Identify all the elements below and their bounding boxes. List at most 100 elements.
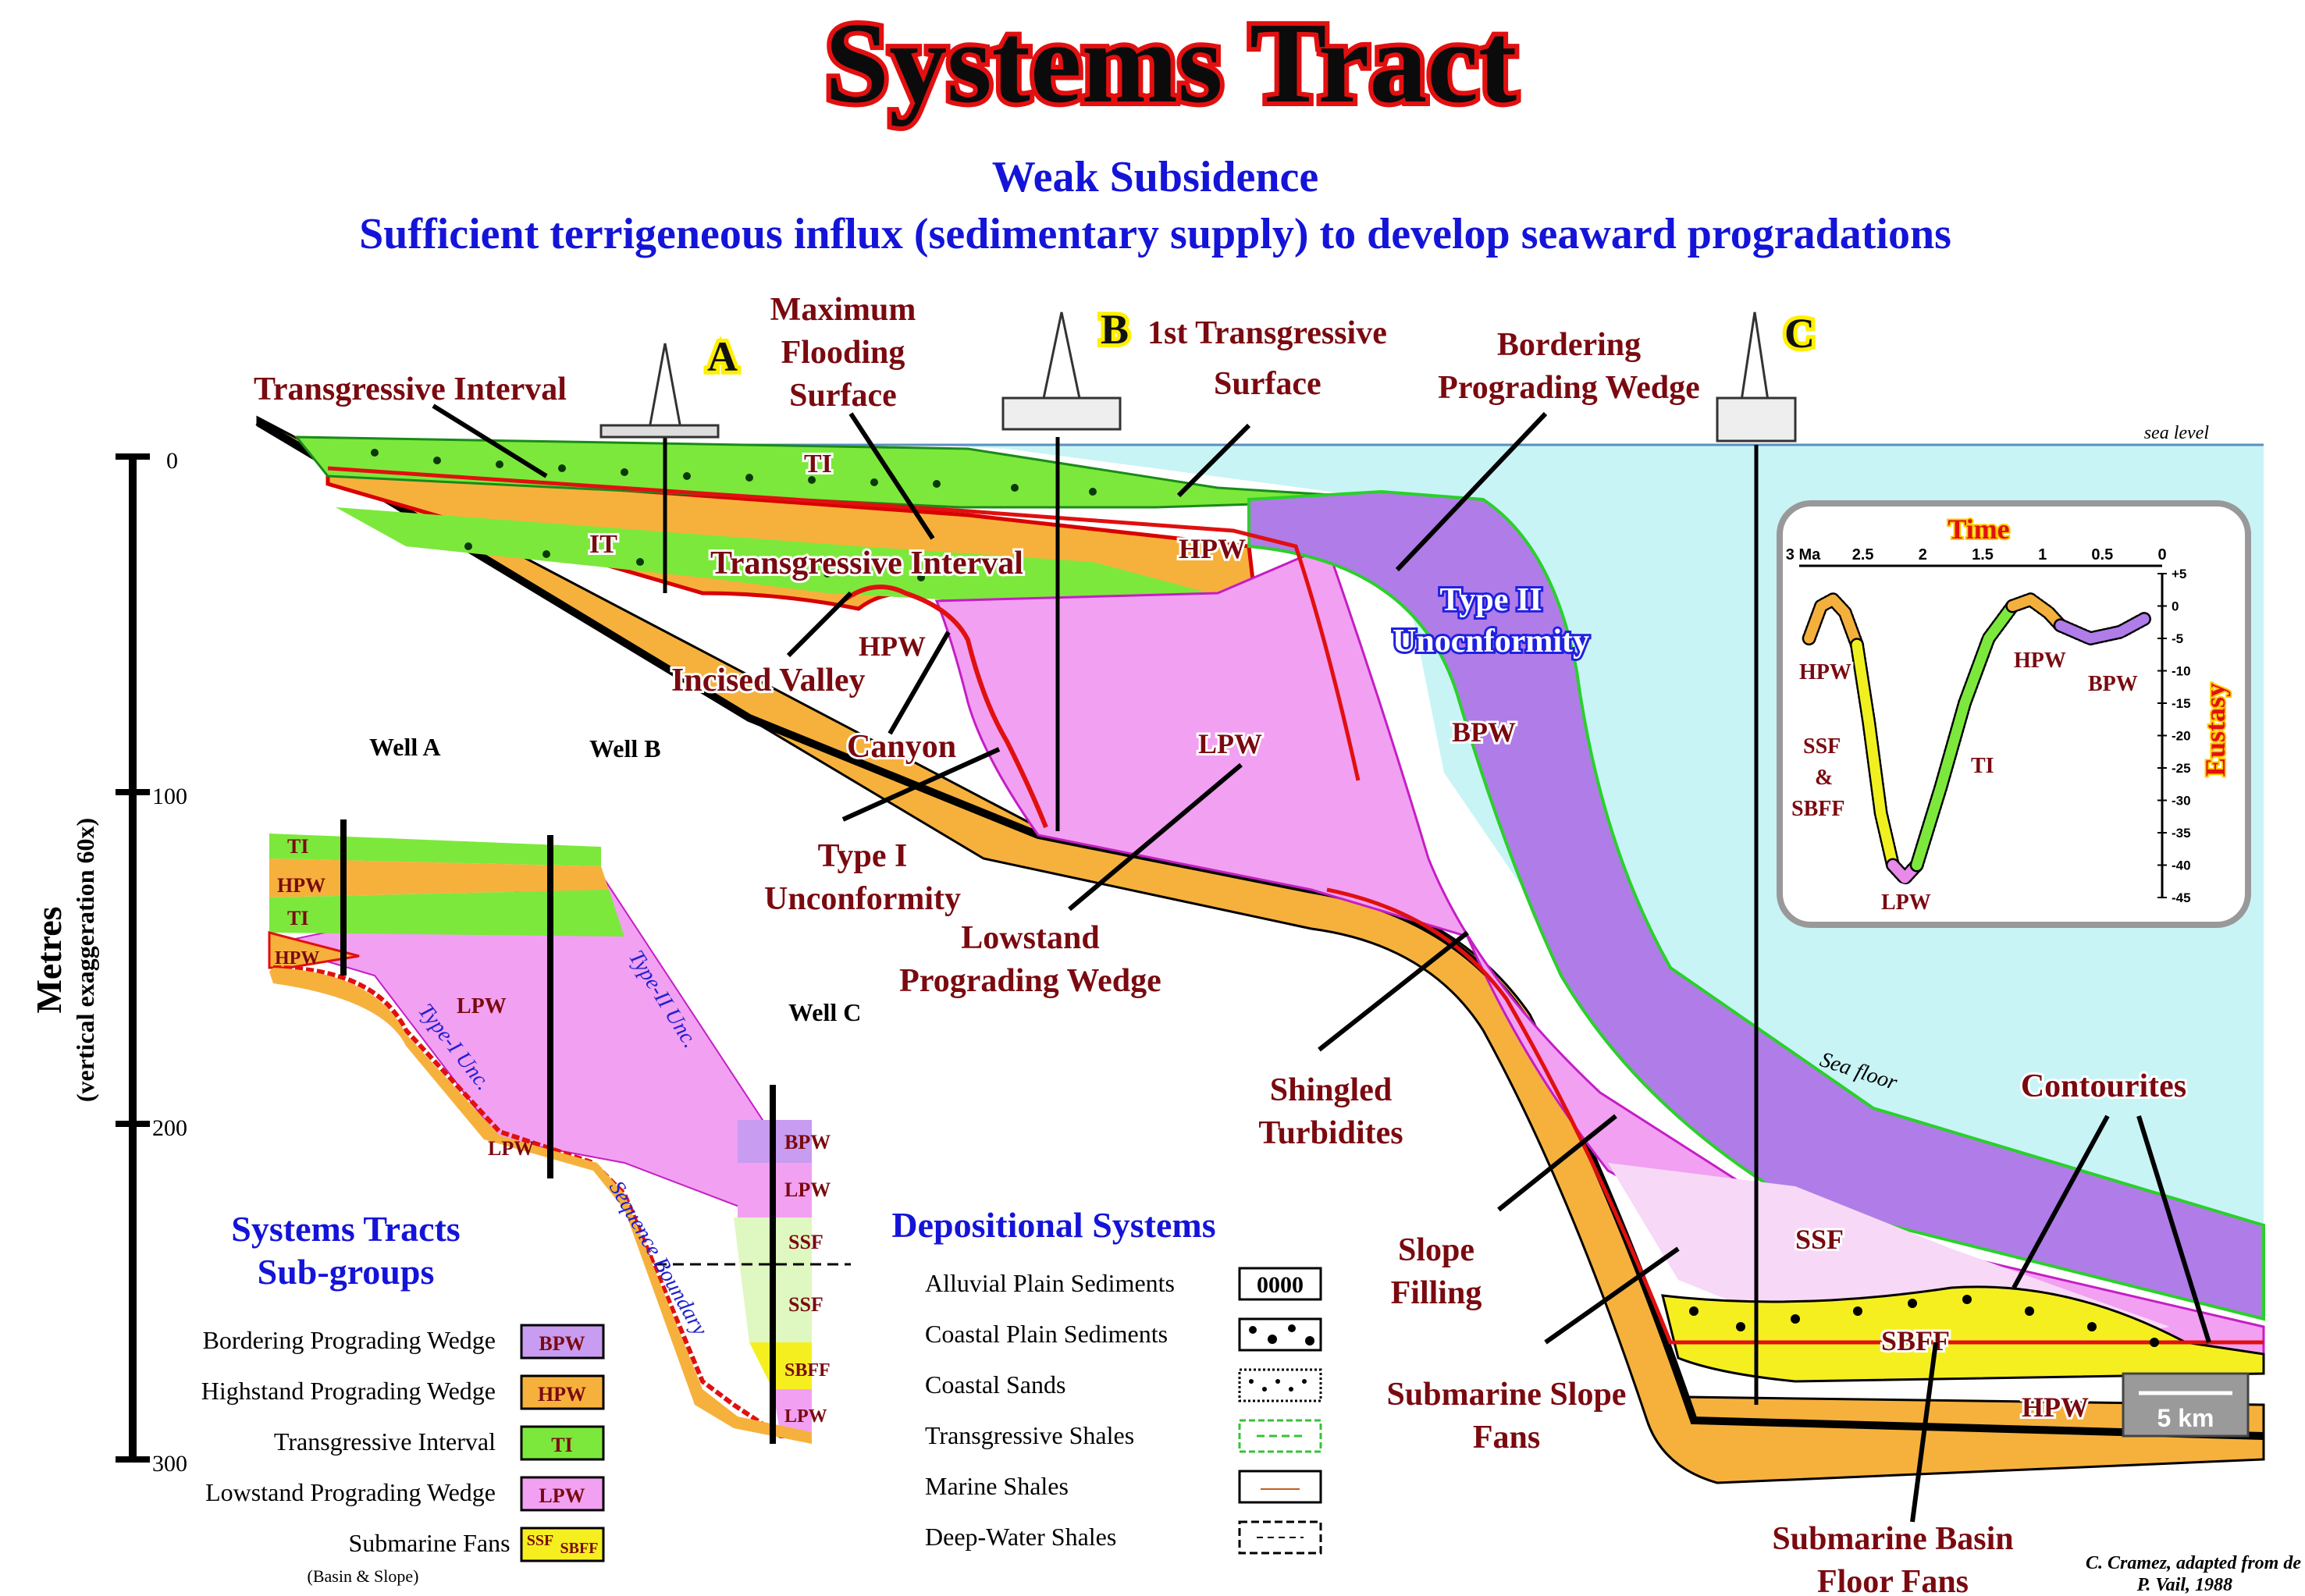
inset-label-bpw: BPW bbox=[2088, 672, 2138, 696]
callout-contourites: Contourites bbox=[2021, 1068, 2186, 1104]
unit-ti-lower bbox=[336, 507, 1210, 601]
unit-label-hpw-mid: HPW bbox=[859, 631, 926, 662]
legend-item-lpw-label: Lowstand Prograding Wedge bbox=[205, 1478, 496, 1506]
inset-x-tick-label: 1 bbox=[2038, 546, 2047, 563]
well-label-c-lpw2: LPW bbox=[784, 1406, 827, 1427]
red-surface-basin bbox=[1326, 887, 2264, 1345]
inset-y-tick-label: -45 bbox=[2172, 890, 2191, 905]
inset-title: Time bbox=[1948, 514, 2009, 545]
well-label-c-lpw: LPW bbox=[784, 1178, 831, 1201]
inset-series-hpw bbox=[1804, 594, 1862, 650]
inset-x-tick-label: 3 Ma bbox=[1786, 546, 1821, 563]
unit-label-ti-top: TI bbox=[804, 450, 832, 478]
well-label-lpw-big: LPW bbox=[457, 994, 507, 1018]
callout-shingled-2: Turbidites bbox=[1258, 1115, 1403, 1151]
inset-y-tick-label: -40 bbox=[2172, 858, 2191, 873]
callout-shingled-1: Shingled bbox=[1270, 1072, 1392, 1108]
callout-mfs-2: Flooding bbox=[781, 335, 905, 371]
legend-item-fans-note: (Basin & Slope) bbox=[308, 1566, 419, 1586]
callout-transgressive-interval-mid: Transgressive Interval bbox=[710, 546, 1023, 581]
subtitle-weak-subsidence: Weak Subsidence bbox=[992, 153, 1319, 201]
inset-series-hpw bbox=[2007, 594, 2066, 631]
well-hpw-1 bbox=[269, 858, 609, 898]
unit-lpw bbox=[934, 544, 2265, 1367]
callout-transgressive-interval-top: Transgressive Interval bbox=[254, 371, 567, 407]
unit-sbff bbox=[1661, 1285, 2265, 1383]
rig-b-icon bbox=[1001, 311, 1122, 431]
unit-label-lpw: LPW bbox=[1198, 728, 1262, 759]
legend-subgroups-title-2: Sub-groups bbox=[258, 1252, 435, 1292]
inset-x-tick-label: 1.5 bbox=[1972, 546, 1994, 563]
inset-ylabel: Eustasy bbox=[2200, 683, 2231, 777]
axis-subtitle: (vertical exaggeration 60x) bbox=[71, 818, 99, 1102]
unit-label-bpw: BPW bbox=[1452, 716, 1516, 748]
inset-y-tick-label: +5 bbox=[2172, 567, 2186, 581]
inset-y-tick-label: -35 bbox=[2172, 826, 2191, 841]
callout-sbff-1: Submarine Basin bbox=[1772, 1521, 2013, 1557]
well-correlation-section: Well A Well B Well C TI HPW TI HPW LPW L… bbox=[268, 733, 861, 1444]
inset-label-ti: TI bbox=[1971, 754, 1994, 778]
inset-y-tick-label: -10 bbox=[2172, 664, 2191, 679]
inset-y-tick-label: 0 bbox=[2172, 599, 2179, 614]
well-label-c-bpw: BPW bbox=[784, 1131, 831, 1153]
callout-type2-2: Unocnformity bbox=[1393, 624, 1589, 659]
unit-label-it: IT bbox=[589, 530, 617, 559]
legend-dep-transgressive-shales-swatch bbox=[1238, 1419, 1322, 1453]
inset-y-tick-label: -30 bbox=[2172, 794, 2191, 809]
inset-y-tick-label: -15 bbox=[2172, 696, 2191, 711]
inset-y-tick-label: -20 bbox=[2172, 729, 2191, 744]
unit-label-sbff: SBFF bbox=[1881, 1325, 1950, 1356]
inset-x-tick-label: 0.5 bbox=[2091, 546, 2113, 563]
inset-label-sbff: SBFF bbox=[1791, 797, 1844, 821]
dots-coastal bbox=[371, 449, 1097, 581]
well-lpw-body bbox=[269, 873, 790, 1227]
legend-dep-alluvial: Alluvial Plain Sediments bbox=[925, 1269, 1175, 1297]
well-orange-base bbox=[269, 968, 812, 1444]
callout-lpw-2: Prograding Wedge bbox=[899, 963, 1161, 999]
inset-y-ticks: +50-5-10-15-20-25-30-35-40-45 bbox=[2157, 567, 2191, 905]
callout-type1-2: Unconformity bbox=[764, 881, 961, 917]
scale-bar-label: 5 km bbox=[2157, 1404, 2214, 1432]
cross-section: A B C Sea floor TI IT HPW HPW LPW BPW SS… bbox=[251, 290, 2265, 1596]
legend-item-fans-label: Submarine Fans bbox=[348, 1529, 510, 1557]
legend-item-hpw-code: HPW bbox=[538, 1383, 586, 1406]
inset-label-hpw-right: HPW bbox=[2014, 649, 2066, 673]
callout-type1-1: Type I bbox=[818, 838, 908, 874]
well-b-marker: B bbox=[1101, 306, 1129, 353]
legend-item-fans-code: SSF bbox=[527, 1532, 553, 1549]
dots-sbff bbox=[1689, 1295, 2159, 1347]
well-label-hpw2: HPW bbox=[275, 948, 319, 969]
legend-dep-coastal-sands-swatch bbox=[1238, 1368, 1322, 1402]
legend-dep-coastal-plain: Coastal Plain Sediments bbox=[925, 1320, 1168, 1348]
legend-depositional: Depositional Systems Alluvial Plain Sedi… bbox=[891, 1205, 1322, 1555]
unconformity-type1 bbox=[841, 585, 1048, 829]
callout-type2-1: Type II bbox=[1439, 582, 1542, 618]
axis-tick-0: 0 bbox=[166, 448, 178, 474]
inset-series bbox=[1802, 592, 2151, 886]
inset-series-ssf-sbff bbox=[1851, 639, 1898, 870]
legend-dep-transgressive-shales: Transgressive Shales bbox=[925, 1421, 1134, 1449]
legend-item-fans-code2: SBFF bbox=[560, 1540, 599, 1557]
well-ti-2 bbox=[269, 890, 624, 937]
well-a-marker: A bbox=[707, 333, 738, 380]
well-c-title: Well C bbox=[788, 998, 861, 1026]
inset-label-lpw: LPW bbox=[1881, 890, 1931, 915]
inset-x-tick-label: 2 bbox=[1919, 546, 1927, 563]
well-label-ti2: TI bbox=[287, 907, 308, 930]
well-ti-top bbox=[269, 834, 601, 866]
unit-label-ssf: SSF bbox=[1795, 1224, 1844, 1255]
callout-sbff-2: Floor Fans bbox=[1817, 1564, 1969, 1596]
red-surface-shelf bbox=[327, 466, 1361, 781]
callout-first-ts-2: Surface bbox=[1214, 366, 1321, 402]
callout-bpw-2: Prograding Wedge bbox=[1438, 370, 1700, 406]
inset-label-hpw-left: HPW bbox=[1799, 660, 1851, 684]
legend-dep-marine-shales: Marine Shales bbox=[925, 1472, 1069, 1500]
leader-lines bbox=[432, 403, 2211, 1523]
well-label-c-ssf2: SSF bbox=[788, 1293, 823, 1316]
inset-x-tick-label: 2.5 bbox=[1852, 546, 1874, 563]
legend-item-bpw-label: Bordering Prograding Wedge bbox=[203, 1326, 496, 1354]
well-label-c-ssf1: SSF bbox=[788, 1231, 823, 1253]
legend-dep-coastal-plain-swatch bbox=[1238, 1317, 1322, 1352]
